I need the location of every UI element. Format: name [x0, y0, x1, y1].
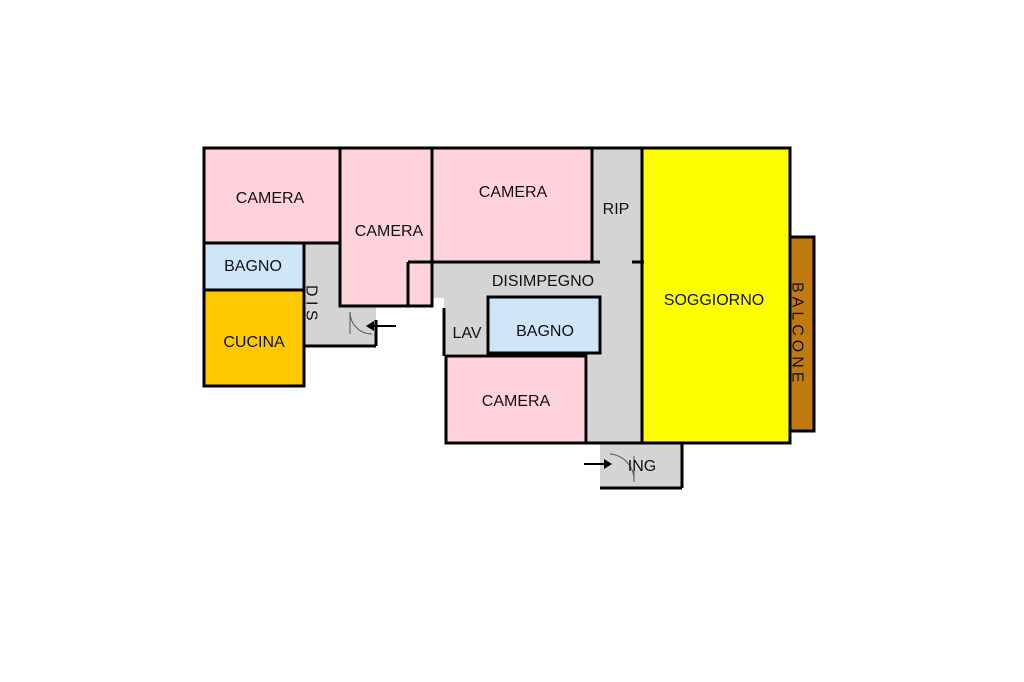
label-rip: RIP — [603, 201, 630, 218]
walls — [204, 146, 684, 490]
rip-area — [592, 148, 644, 266]
entry-door-ing — [609, 453, 635, 482]
lav-area — [444, 296, 488, 354]
room-bagno-1 — [202, 241, 306, 292]
room-bagno-2 — [486, 295, 602, 355]
label-soggiorno: SOGGIORNO — [664, 292, 764, 309]
label-lav: LAV — [452, 325, 481, 342]
label-cucina: CUCINA — [223, 334, 285, 351]
label-camera-2: CAMERA — [355, 223, 424, 240]
dis-corridor — [304, 243, 342, 347]
room-cucina — [202, 288, 306, 388]
label-camera-4: CAMERA — [482, 393, 551, 410]
room-camera-4 — [444, 354, 588, 445]
room-labels: CAMERA CAMERA CAMERA BAGNO CUCINA D I S … — [223, 184, 805, 475]
label-bagno-2: BAGNO — [516, 323, 574, 340]
label-ing: ING — [628, 458, 656, 475]
room-balcone — [788, 235, 816, 433]
label-camera-1: CAMERA — [236, 190, 305, 207]
label-camera-3: CAMERA — [479, 184, 548, 201]
room-camera-3 — [430, 146, 594, 264]
rooms — [202, 146, 816, 445]
entry-arrow-dis-icon — [366, 321, 396, 331]
room-soggiorno — [640, 146, 792, 445]
ing-area — [600, 442, 682, 488]
label-dis: D I S — [303, 285, 320, 321]
label-disimpegno: DISIMPEGNO — [492, 273, 594, 290]
circulation-areas — [304, 148, 682, 488]
entry-arrow-ing-icon — [584, 459, 612, 469]
label-bagno-1: BAGNO — [224, 258, 282, 275]
entry-door-dis — [349, 311, 373, 335]
label-balcone: BALCONE — [789, 282, 806, 386]
